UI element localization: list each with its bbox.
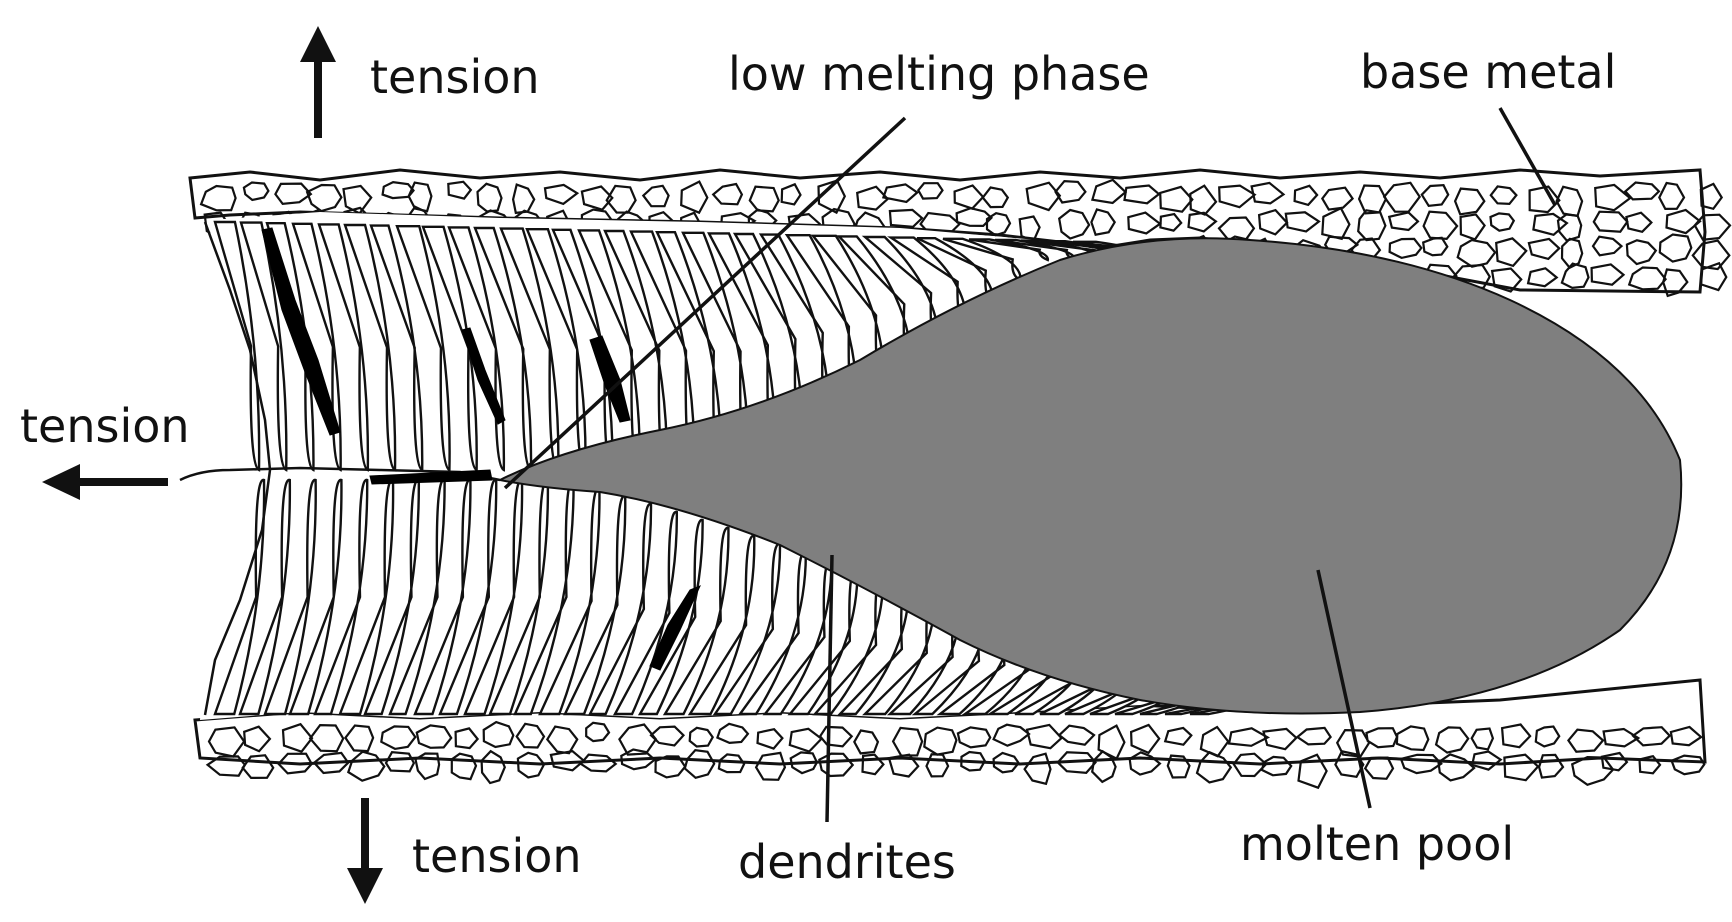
label-base-metal: base metal (1360, 45, 1616, 99)
label-tension-top: tension (370, 50, 540, 104)
arrow-left-icon (42, 464, 168, 500)
base-metal-grain (1701, 263, 1726, 290)
fusion-zone (180, 212, 1681, 720)
base-metal-grain (1365, 758, 1393, 779)
label-low-melting-phase: low melting phase (728, 47, 1150, 101)
label-dendrites: dendrites (738, 835, 956, 889)
arrow-down-icon (347, 798, 383, 904)
label-molten-pool: molten pool (1240, 817, 1514, 871)
base-metal-grain (1572, 757, 1613, 785)
arrow-up-icon (300, 26, 336, 138)
label-tension-bottom: tension (412, 829, 582, 883)
label-tension-left: tension (20, 399, 190, 453)
